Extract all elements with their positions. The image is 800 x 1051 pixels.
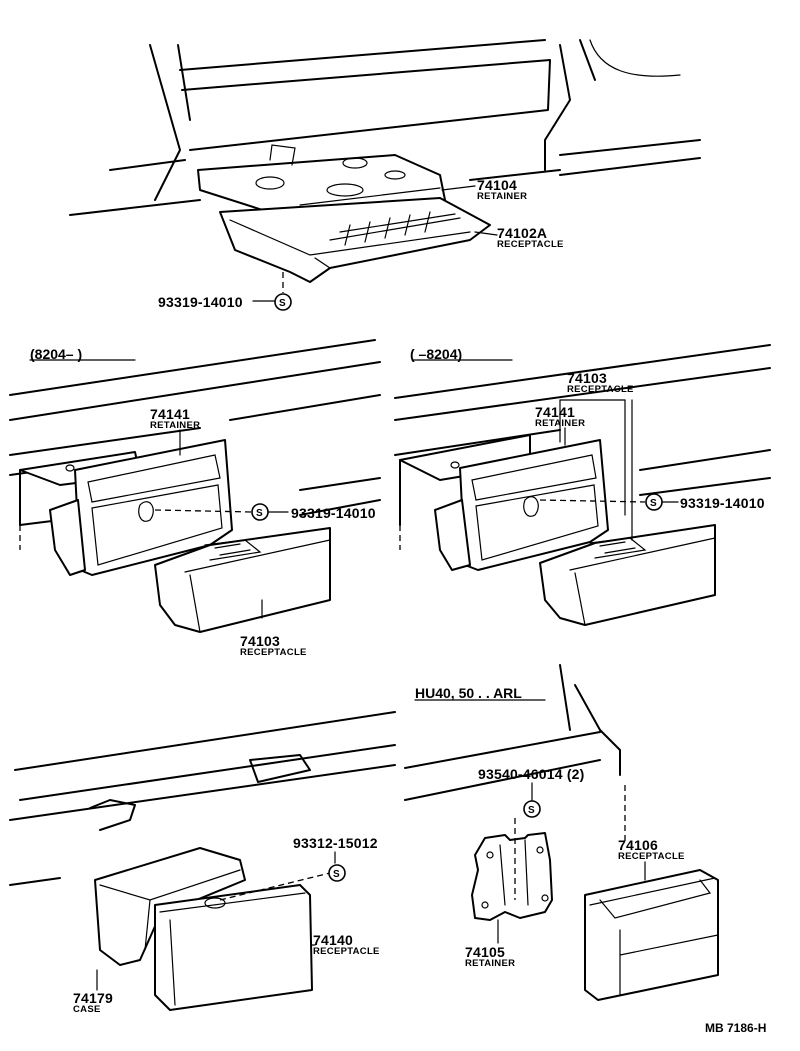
part-number-74102a: 74102A — [497, 225, 548, 241]
date-range-heading-left: (8204– ) — [30, 346, 83, 362]
part-number-93540-46014: 93540-46014 (2) — [478, 766, 585, 782]
part-name-receptacle: RECEPTACLE — [567, 384, 634, 395]
part-number-74140: 74140 — [313, 932, 353, 948]
model-heading: HU40, 50 . . ARL — [415, 685, 522, 701]
receptacle-74102a-drawing — [219, 197, 491, 283]
part-number-93319-14010: 93319-14010 — [680, 495, 765, 511]
retainer-74141-right-drawing — [399, 434, 609, 571]
svg-text:S: S — [279, 298, 286, 309]
part-name-case: CASE — [73, 1004, 101, 1015]
bottom-right-body-outline — [404, 664, 626, 845]
part-number-93319-14010: 93319-14010 — [291, 505, 376, 521]
top-screw-symbol: S — [274, 293, 292, 311]
part-number-74105: 74105 — [465, 944, 505, 960]
middle-right-screw-symbol: S — [645, 493, 663, 511]
receptacle-74140-drawing — [154, 884, 313, 1011]
part-name-retainer: RETAINER — [465, 958, 516, 969]
bottom-right-leader-lines — [414, 699, 646, 944]
part-number-74106: 74106 — [618, 837, 658, 853]
part-name-receptacle: RECEPTACLE — [313, 946, 380, 957]
part-number-74103: 74103 — [567, 370, 607, 386]
part-number-74141: 74141 — [150, 406, 190, 422]
svg-text:S: S — [256, 508, 263, 519]
part-name-receptacle: RECEPTACLE — [497, 239, 564, 250]
part-number-93312-15012: 93312-15012 — [293, 835, 378, 851]
part-name-retainer: RETAINER — [477, 191, 528, 202]
part-name-receptacle: RECEPTACLE — [618, 851, 685, 862]
middle-right-dashboard-outline — [394, 344, 771, 550]
part-name-receptacle: RECEPTACLE — [240, 647, 307, 658]
part-number-74103: 74103 — [240, 633, 280, 649]
part-number-93319-14010: 93319-14010 — [158, 294, 243, 310]
top-leader-lines — [252, 185, 498, 302]
middle-right-leader-lines — [411, 359, 679, 541]
bottom-left-screw-symbol: S — [328, 864, 346, 882]
diagram-code: MB 7186-H — [705, 1021, 767, 1035]
middle-left-dashboard-outline — [9, 339, 381, 550]
retainer-74141-left-drawing — [19, 439, 233, 576]
date-range-heading-right: ( –8204) — [410, 346, 463, 362]
part-name-retainer: RETAINER — [150, 420, 201, 431]
svg-text:S: S — [650, 498, 657, 509]
bottom-left-leader-lines — [96, 851, 336, 991]
part-number-74179: 74179 — [73, 990, 113, 1006]
top-dashboard-outline — [69, 39, 701, 216]
svg-text:S: S — [333, 869, 340, 880]
receptacle-74103-left-drawing — [154, 527, 331, 633]
middle-left-screw-symbol: S — [251, 503, 269, 521]
part-number-74141: 74141 — [535, 404, 575, 420]
part-number-74104: 74104 — [477, 177, 517, 193]
svg-text:S: S — [528, 805, 535, 816]
receptacle-74106-drawing — [584, 869, 719, 1001]
bottom-right-screw-symbol: S — [523, 800, 541, 818]
part-name-retainer: RETAINER — [535, 418, 586, 429]
receptacle-74103-right-drawing — [539, 524, 716, 626]
middle-left-leader-lines — [29, 359, 289, 619]
bottom-left-door-outline — [9, 711, 396, 886]
retainer-74105-drawing — [471, 832, 553, 921]
